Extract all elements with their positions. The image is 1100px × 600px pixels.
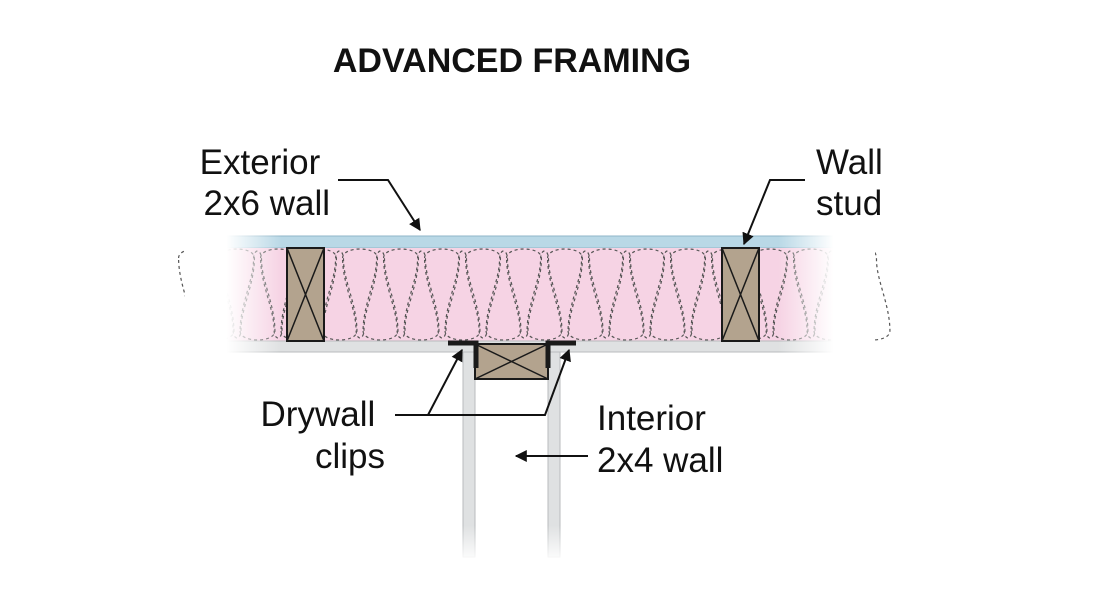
wall-stud-leader [742, 179, 805, 246]
drywall-clip-left [448, 340, 479, 368]
diagram-title: ADVANCED FRAMING [333, 42, 691, 80]
drywall-clips-leader-left [427, 348, 463, 416]
drywall-clips-leader [395, 348, 571, 416]
drywall-clip-right [545, 340, 576, 368]
exterior-wall-leader [338, 179, 421, 232]
exterior-wall-label: Exterior 2x6 wall [200, 143, 330, 223]
drywall-clips-label: Drywall clips [261, 395, 385, 476]
exterior-2x6-wall [177, 232, 891, 356]
interior-wall-label: Interior 2x4 wall [597, 399, 723, 480]
interior-2x4-wall [458, 343, 566, 562]
wall-stud-label: Wall stud [816, 143, 893, 223]
interior-top-plate [474, 343, 549, 380]
